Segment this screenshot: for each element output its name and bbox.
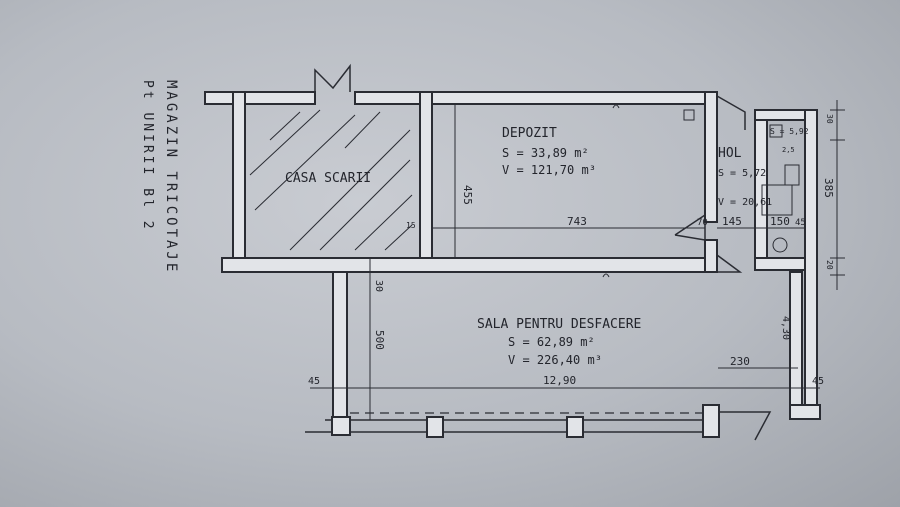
dim-30b: 30 [825, 114, 834, 124]
wall-top-middle [354, 91, 716, 105]
stairs-name: CASA SCARII [285, 171, 371, 186]
hall-door-right [716, 254, 743, 273]
depot-volume: V = 121,70 m³ [502, 163, 596, 177]
wc-partition [761, 184, 793, 216]
hall-volume: V = 20,61 [718, 197, 772, 208]
wall-stairs-depot [419, 91, 433, 273]
dim-15: 15 [406, 221, 416, 230]
dim-45a: 45 [795, 218, 806, 228]
column-1 [331, 416, 351, 436]
stair-arrow [314, 63, 351, 92]
depot-marker [612, 104, 620, 109]
column-4 [702, 404, 720, 438]
depot-vent [683, 109, 695, 121]
dim-45c: 45 [812, 376, 824, 387]
dim-145: 145 [722, 215, 742, 228]
wc-area: S = 5,92 [770, 127, 809, 136]
wall-sales-bottom-right [789, 404, 821, 420]
sales-name: SALA PENTRU DESFACERE [477, 317, 641, 332]
entrance-door [716, 95, 746, 130]
wall-sales-left [332, 271, 348, 418]
dim-45b: 45 [308, 376, 320, 387]
stairs-hatching [249, 109, 413, 251]
dim-430: 4,30 [780, 316, 791, 340]
dim-500: 500 [373, 330, 386, 350]
wall-hall-bottom [754, 257, 806, 271]
sales-marker [602, 273, 610, 278]
wall-hall-outer [754, 109, 768, 271]
dim-2-5: 2,5 [782, 146, 795, 154]
depot-area: S = 33,89 m² [502, 146, 589, 160]
sales-volume: V = 226,40 m³ [508, 353, 602, 367]
dim-1290: 12,90 [543, 374, 576, 387]
dim-150: 150 [770, 215, 790, 228]
wall-depot-right [704, 91, 718, 223]
title-line1: MAGAZIN TRICOTAJE [163, 80, 179, 275]
wc-fixture-mid [784, 164, 800, 186]
hall-name: HOL [718, 146, 742, 161]
depot-name: DEPOZIT [502, 126, 557, 141]
dim-230: 230 [730, 355, 750, 368]
hall-area: S = 5,72 [718, 168, 766, 179]
sales-door [720, 411, 772, 441]
wc-fixture-top [769, 124, 783, 138]
column-2 [426, 416, 444, 438]
wall-depot-right-low [704, 239, 718, 273]
sales-area: S = 62,89 m² [508, 335, 595, 349]
dim-743: 743 [567, 215, 587, 228]
hall-door [674, 213, 706, 241]
title-line2: Pt UNIRII Bl 2 [140, 80, 155, 232]
wall-left-stairs [232, 91, 246, 273]
wall-top-left [204, 91, 316, 105]
dim-30: 30 [373, 280, 384, 292]
wc-toilet [772, 237, 788, 253]
dim-70: 70 [697, 218, 708, 228]
dim-20: 20 [825, 260, 834, 270]
column-3 [566, 416, 584, 438]
wall-middle [221, 257, 718, 273]
dim-455: 455 [461, 185, 474, 205]
dim-385: 385 [822, 178, 835, 198]
wall-wc-right [804, 109, 818, 411]
